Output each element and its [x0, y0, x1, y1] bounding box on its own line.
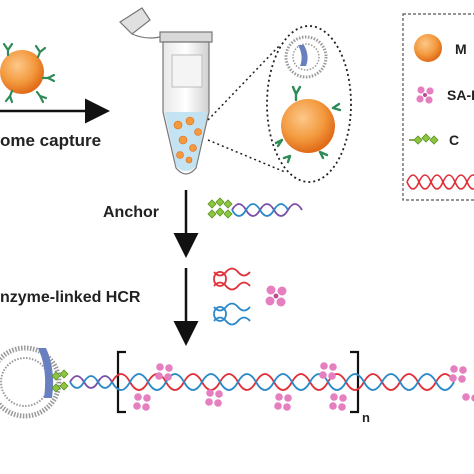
legend-item-sa-hrp: SA-I	[447, 87, 474, 103]
anchor-label: Anchor	[103, 204, 159, 221]
zoom-ellipse	[266, 25, 352, 183]
repeat-brackets	[116, 350, 360, 414]
orange-bead-icon	[414, 34, 442, 62]
sa-hrp-pink-icon	[416, 86, 434, 104]
sa-hrp-free	[265, 285, 287, 307]
zoom-bead	[281, 99, 335, 153]
hcr-hairpins	[213, 267, 251, 326]
membrane-protein	[298, 45, 308, 66]
exosome-capture-label: ome capture	[0, 131, 101, 150]
hcr-polymer	[111, 373, 455, 391]
bottom-exosome	[0, 345, 69, 419]
enzyme-hcr-label: nzyme-linked HCR	[0, 289, 141, 306]
magnetic-bead	[0, 50, 44, 94]
legend-item-cholesterol: C	[449, 132, 459, 148]
repeat-subscript: n	[362, 410, 370, 425]
anchor-probe	[207, 197, 303, 219]
legend-item-bead: M	[455, 41, 467, 57]
tube-lid	[119, 7, 151, 35]
cholesterol-green-icon	[409, 133, 439, 145]
red-dna-helix-icon	[406, 174, 474, 190]
polymer-sa-hrp	[133, 362, 474, 411]
anchor-duplex	[69, 375, 113, 389]
red-hairpin	[213, 267, 251, 291]
antibody-icons	[2, 42, 56, 104]
centrifuge-tube	[119, 7, 213, 175]
capture-bead-group	[0, 42, 56, 104]
tube-beads	[173, 116, 202, 164]
zoom-view	[266, 25, 352, 183]
zoom-lines	[207, 44, 286, 173]
legend-box: M SA-I C	[402, 13, 474, 201]
blue-hairpin	[213, 302, 251, 326]
